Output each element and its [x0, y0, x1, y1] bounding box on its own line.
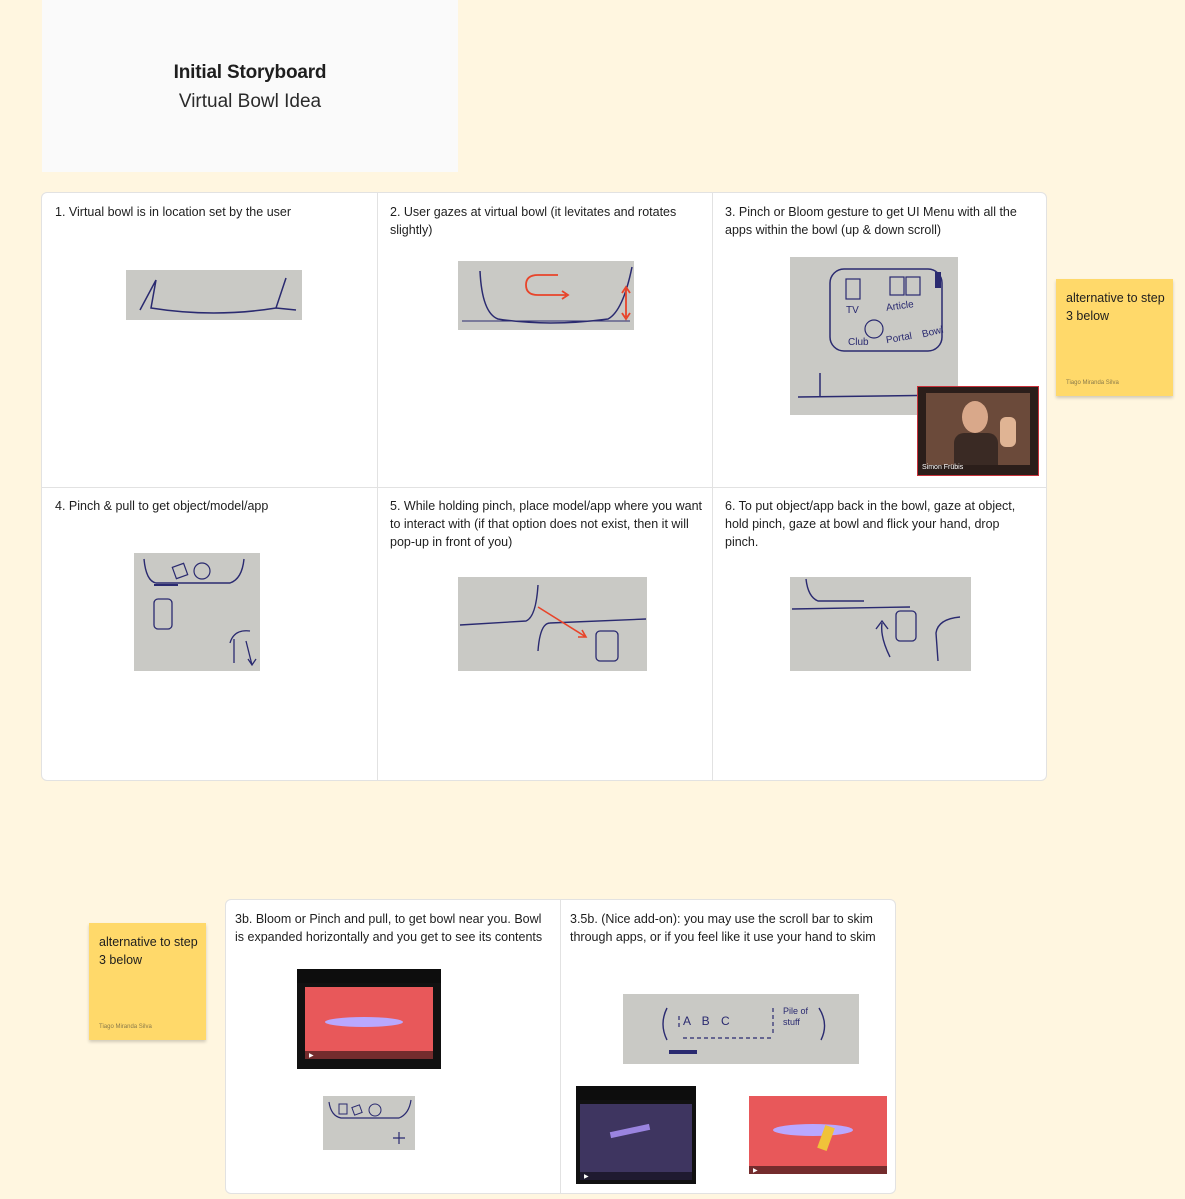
board-title: Initial Storyboard	[173, 62, 327, 83]
step-6-text[interactable]: 6. To put object/app back in the bowl, g…	[725, 499, 1016, 549]
table-divider	[712, 193, 713, 780]
webcam-video[interactable]: Simon Frübis	[917, 386, 1039, 476]
step-2-text[interactable]: 2. User gazes at virtual bowl (it levita…	[390, 205, 677, 237]
video-controls[interactable]: ▶	[305, 1051, 433, 1059]
person-head	[962, 401, 988, 433]
tweet-header	[576, 1086, 696, 1100]
video-frame: ▶	[305, 987, 433, 1059]
sketch-step-5[interactable]	[458, 577, 647, 671]
table-divider	[560, 900, 561, 1193]
sticky-note-text[interactable]: alternative to step 3 below	[99, 935, 198, 967]
virtual-bowl	[325, 1017, 403, 1027]
webcam-name: Simon Frübis	[922, 464, 964, 471]
sticky-note[interactable]: alternative to step 3 below Tiago Mirand…	[89, 923, 206, 1040]
sketch-label-pile: Pile of stuff	[783, 1006, 809, 1027]
table-divider	[377, 193, 378, 780]
sketch-step-1[interactable]	[126, 270, 302, 320]
title-card[interactable]: Initial Storyboard Virtual Bowl Idea	[42, 0, 458, 172]
storyboard-table[interactable]: 1. Virtual bowl is in location set by th…	[41, 192, 1047, 781]
alternative-steps-table[interactable]: 3b. Bloom or Pinch and pull, to get bowl…	[225, 899, 896, 1194]
sketch-step-3-5b[interactable]: A B C Pile of stuff	[623, 994, 859, 1064]
video-frame: ▶	[580, 1104, 692, 1180]
step-4-text[interactable]: 4. Pinch & pull to get object/model/app	[55, 499, 269, 513]
table-divider	[42, 487, 1046, 488]
play-icon[interactable]: ▶	[309, 1053, 314, 1059]
tweet-header	[297, 969, 441, 983]
video-controls[interactable]: ▶	[749, 1166, 887, 1174]
sketch-step-3b[interactable]	[323, 1096, 415, 1150]
sketch-step-2[interactable]	[458, 261, 634, 330]
sticky-note-author: Tiago Miranda Silva	[1066, 380, 1119, 386]
play-icon[interactable]: ▶	[753, 1168, 758, 1174]
virtual-bowl	[773, 1124, 853, 1136]
sticky-note[interactable]: alternative to step 3 below Tiago Mirand…	[1056, 279, 1173, 396]
play-icon[interactable]: ▶	[584, 1174, 589, 1180]
video-screenshot[interactable]: ▶	[749, 1096, 887, 1174]
video-screenshot[interactable]: ▶	[576, 1086, 696, 1184]
step-5-text[interactable]: 5. While holding pinch, place model/app …	[390, 499, 702, 549]
board-subtitle: Virtual Bowl Idea	[178, 91, 322, 112]
video-controls[interactable]: ▶	[580, 1172, 692, 1180]
sketch-label-club: Club	[848, 337, 869, 348]
sketch-label-abc: A B C	[683, 1014, 734, 1028]
hand-icon	[1000, 417, 1016, 447]
scroll-bar-visual	[609, 1123, 651, 1139]
sketch-step-4[interactable]	[134, 553, 260, 671]
sketch-step-6[interactable]	[790, 577, 971, 671]
sketch-label-tv: TV	[846, 305, 859, 316]
step-3-text[interactable]: 3. Pinch or Bloom gesture to get UI Menu…	[725, 205, 1017, 237]
step-1-text[interactable]: 1. Virtual bowl is in location set by th…	[55, 205, 292, 219]
step-3-5b-text[interactable]: 3.5b. (Nice add-on): you may use the scr…	[570, 912, 876, 944]
video-screenshot[interactable]: ▶	[297, 969, 441, 1069]
sticky-note-author: Tiago Miranda Silva	[99, 1024, 152, 1030]
sticky-note-text[interactable]: alternative to step 3 below	[1066, 291, 1165, 323]
person-body	[954, 433, 998, 465]
step-3b-text[interactable]: 3b. Bloom or Pinch and pull, to get bowl…	[235, 912, 543, 944]
